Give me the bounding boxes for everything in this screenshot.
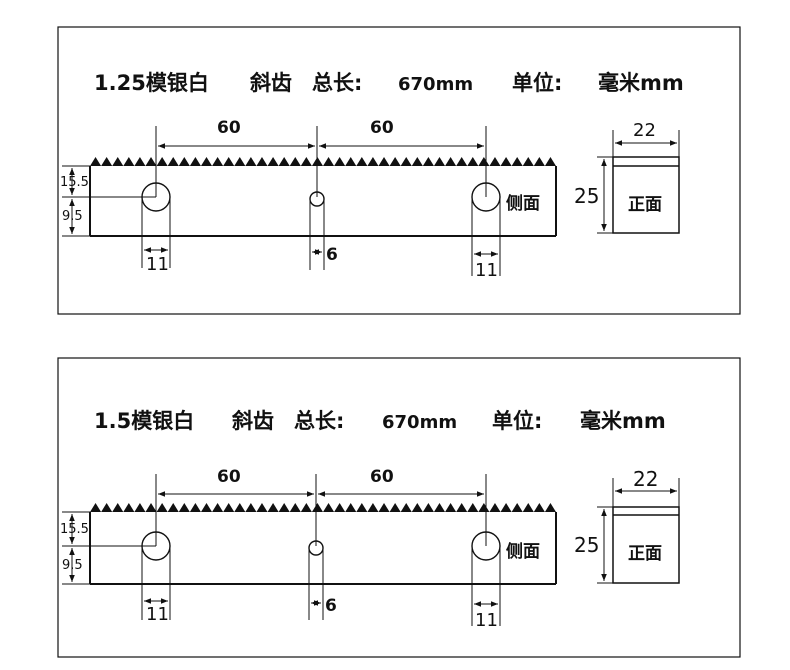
title-unit-label: 单位: [492,409,542,433]
dim-spacing-right: 60 [370,467,394,487]
rack-front-view: 22 25 正面 [574,120,680,234]
title-total-value: 670mm [382,412,457,433]
title-unit-label: 单位: [512,71,562,95]
dim-front-width: 22 [633,120,656,141]
front-view-label: 正面 [628,195,662,215]
dim-spacing-left: 60 [217,467,241,487]
title-tooth-type: 斜齿 [249,71,292,95]
panel-2: 1.5模银白 斜齿 总长: 670mm 单位: 毫米mm 60 60 15.5 … [57,357,741,658]
dim-hole-right: 11 [475,610,498,631]
side-view-label: 侧面 [506,193,540,214]
dim-spacing-left: 60 [217,118,241,138]
dim-front-width: 22 [633,467,658,491]
rack-front-view: 22 25 正面 [574,467,680,584]
dim-hole-middle: 6 [325,596,337,616]
dim-lower-height: 9.5 [62,209,83,224]
front-view-label: 正面 [628,544,662,564]
title-unit-value: 毫米mm [598,71,684,95]
panel-frame [57,357,741,658]
side-view-label: 侧面 [506,541,540,562]
title-module: 1.25模银白 [94,71,209,95]
dim-spacing-right: 60 [370,118,394,138]
title-tooth-type: 斜齿 [231,409,274,433]
dim-front-height: 25 [574,184,599,208]
title-total-value: 670mm [398,74,473,95]
panel-frame [57,26,741,315]
dim-hole-left: 11 [146,254,169,275]
dim-front-height: 25 [574,533,599,557]
title-unit-value: 毫米mm [580,409,666,433]
title-total-label: 总长: [294,409,344,433]
dim-lower-height: 9.5 [62,558,83,573]
rack-teeth [90,503,556,512]
panel-1: 1.25模银白 斜齿 总长: 670mm 单位: 毫米mm 60 60 [57,26,741,315]
rack-side-view [89,157,557,237]
dim-hole-middle: 6 [326,245,338,265]
title-total-label: 总长: [312,71,362,95]
dim-upper-height: 15.5 [60,175,89,190]
rack-teeth [90,157,556,166]
title-module: 1.5模银白 [94,409,194,433]
dim-hole-left: 11 [146,604,169,625]
dim-hole-right: 11 [475,260,498,281]
dim-upper-height: 15.5 [60,522,89,537]
